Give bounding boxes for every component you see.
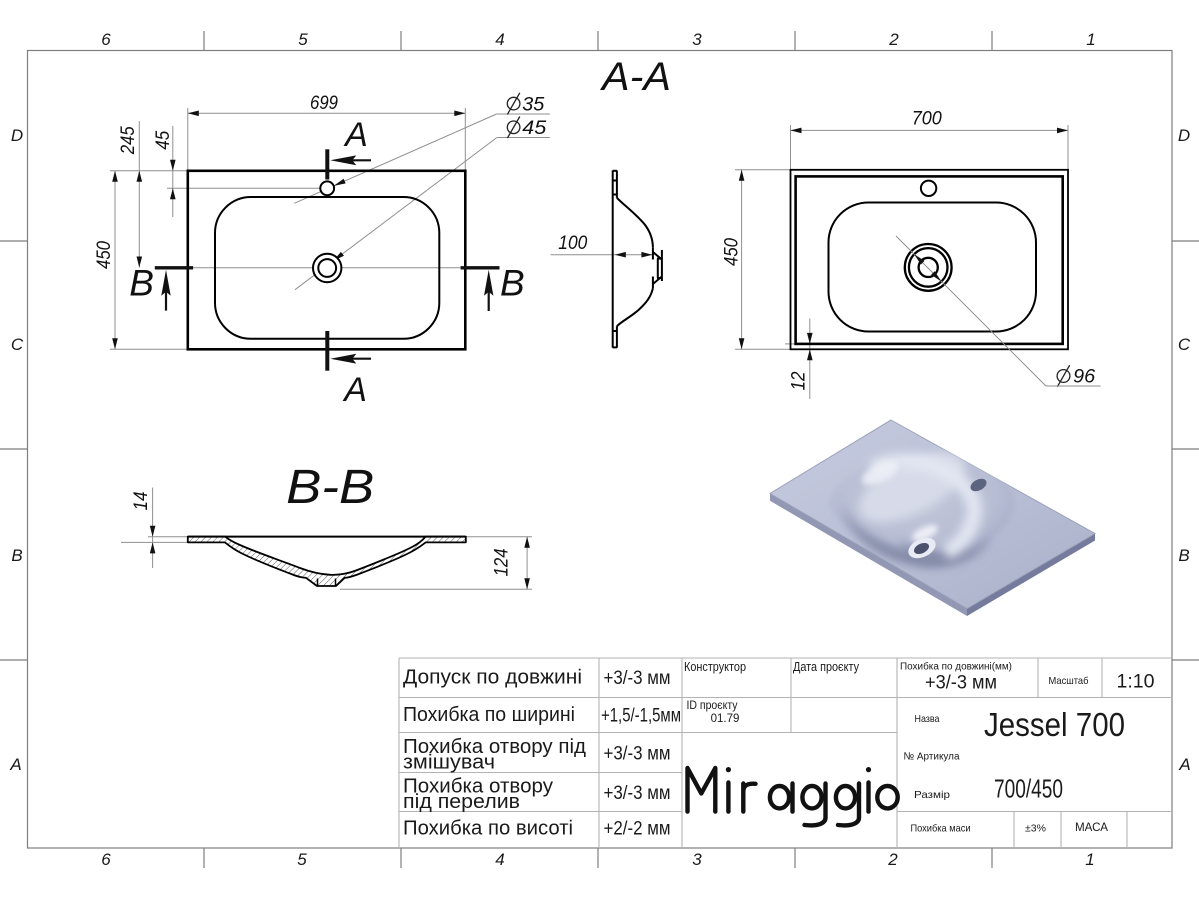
svg-text:A: A	[9, 755, 21, 774]
svg-text:±3%: ±3%	[1025, 823, 1046, 835]
svg-text:B: B	[11, 546, 22, 565]
svg-text:45: 45	[522, 117, 546, 139]
svg-text:C: C	[1178, 335, 1191, 354]
svg-text:Похибка по довжині(мм): Похибка по довжині(мм)	[900, 661, 1012, 673]
svg-text:C: C	[11, 335, 24, 354]
svg-text:B: B	[500, 263, 525, 304]
svg-text:D: D	[11, 126, 23, 145]
svg-text:Допуск по довжині: Допуск по довжині	[403, 667, 582, 689]
svg-text:450: 450	[721, 238, 743, 266]
svg-text:96: 96	[1073, 366, 1095, 388]
svg-text:12: 12	[788, 371, 810, 390]
svg-text:5: 5	[297, 850, 307, 869]
svg-text:Масштаб: Масштаб	[1049, 675, 1089, 687]
svg-text:1: 1	[1085, 850, 1094, 869]
svg-text:245: 245	[117, 126, 139, 155]
svg-text:6: 6	[101, 850, 111, 869]
svg-text:6: 6	[101, 30, 111, 49]
svg-text:A-A: A-A	[600, 55, 671, 99]
svg-text:A: A	[342, 371, 367, 409]
svg-text:Похибка отвору під: Похибка отвору під	[403, 736, 586, 758]
svg-text:B: B	[129, 263, 154, 304]
svg-text:Конструктор: Конструктор	[684, 659, 746, 674]
svg-text:+1,5/-1,5мм: +1,5/-1,5мм	[601, 706, 681, 727]
svg-text:+3/-3 мм: +3/-3 мм	[604, 783, 671, 804]
svg-text:2: 2	[888, 30, 899, 49]
svg-text:змішувач: змішувач	[403, 752, 495, 774]
svg-text:+2/-2 мм: +2/-2 мм	[604, 819, 671, 840]
svg-text:B-B: B-B	[286, 461, 374, 514]
svg-text:5: 5	[298, 30, 308, 49]
svg-text:4: 4	[495, 850, 504, 869]
svg-text:A: A	[343, 116, 368, 154]
svg-text:Похибка по висоті: Похибка по висоті	[403, 818, 573, 840]
svg-text:700/450: 700/450	[994, 774, 1063, 804]
svg-text:3: 3	[692, 30, 702, 49]
svg-text:№ Артикула: № Артикула	[904, 751, 960, 763]
svg-text:Назва: Назва	[915, 713, 940, 725]
svg-text:+3/-3 мм: +3/-3 мм	[604, 744, 671, 765]
svg-text:Похибка по ширині: Похибка по ширині	[403, 704, 575, 726]
svg-text:450: 450	[93, 241, 115, 269]
svg-text:ID проєкту: ID проєкту	[687, 700, 738, 712]
svg-text:Похибка маси: Похибка маси	[911, 823, 971, 835]
svg-text:01.79: 01.79	[711, 713, 740, 725]
svg-text:МАСА: МАСА	[1075, 822, 1108, 834]
svg-text:1: 1	[1086, 30, 1095, 49]
svg-text:100: 100	[558, 232, 587, 254]
svg-text:3: 3	[692, 850, 702, 869]
svg-text:1:10: 1:10	[1117, 671, 1155, 693]
svg-text:699: 699	[310, 92, 338, 114]
svg-text:A: A	[1178, 755, 1190, 774]
svg-text:14: 14	[130, 491, 152, 510]
svg-text:D: D	[1178, 126, 1190, 145]
svg-text:35: 35	[522, 93, 544, 115]
svg-text:700: 700	[912, 107, 942, 129]
svg-text:під перелив: під перелив	[403, 791, 520, 813]
svg-text:+3/-3 мм: +3/-3 мм	[604, 668, 671, 689]
svg-text:Дата проєкту: Дата проєкту	[793, 659, 859, 674]
svg-text:Размір: Размір	[914, 789, 950, 801]
svg-text:B: B	[1178, 546, 1189, 565]
svg-text:2: 2	[887, 850, 898, 869]
svg-text:45: 45	[152, 131, 174, 150]
svg-text:Jessel 700: Jessel 700	[984, 706, 1125, 743]
svg-text:+3/-3 мм: +3/-3 мм	[925, 673, 997, 694]
svg-text:Похибка отвору: Похибка отвору	[403, 776, 553, 798]
svg-text:124: 124	[491, 548, 513, 576]
svg-text:4: 4	[495, 30, 504, 49]
